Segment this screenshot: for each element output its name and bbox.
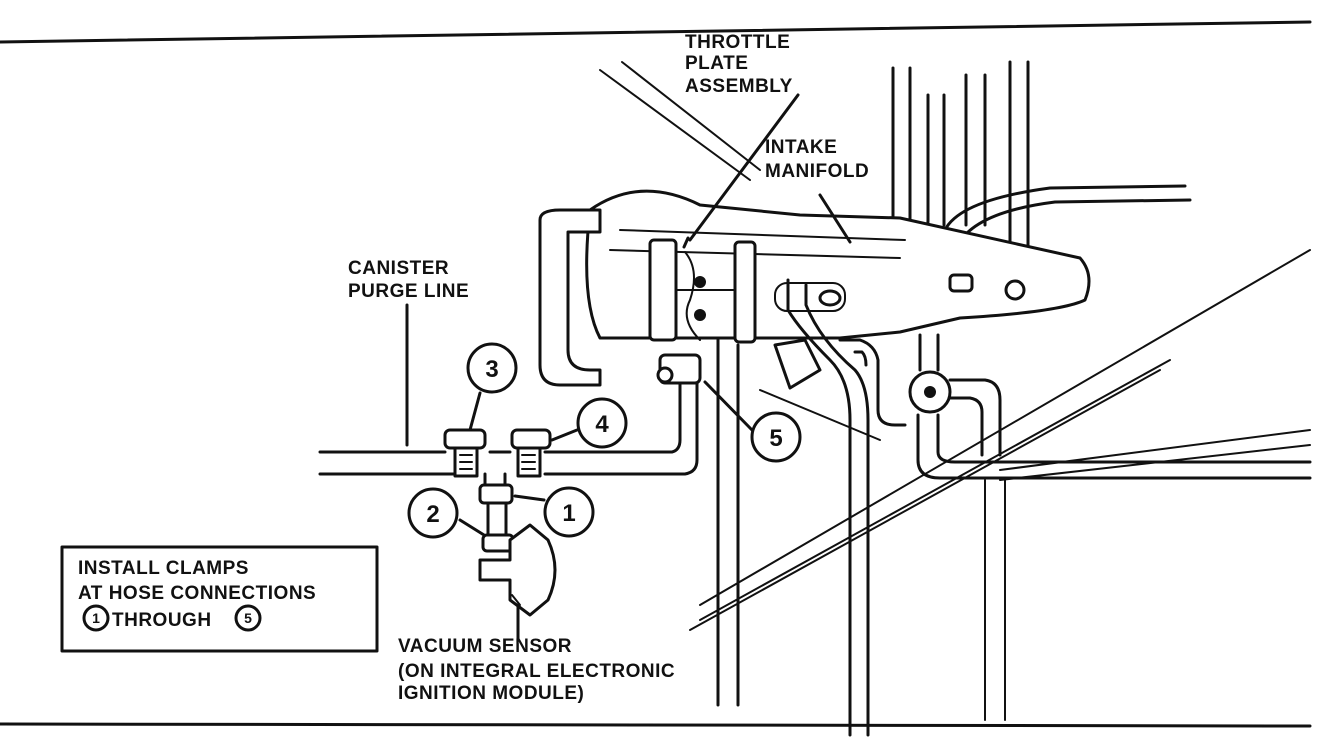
throttle-label-line-3: ASSEMBLY	[685, 76, 793, 97]
note-from-number: 1	[92, 610, 100, 626]
canister-purge-line	[318, 373, 699, 476]
canister-label-line-2: PURGE LINE	[348, 281, 469, 302]
note-through: THROUGH	[112, 610, 212, 631]
callout-5-label: 5	[769, 425, 782, 452]
intake-manifold-label: INTAKE MANIFOLD	[765, 137, 869, 182]
callout-4-label: 4	[595, 411, 609, 438]
throttle-label-line-2: PLATE	[685, 53, 748, 74]
frame-bottom-line	[0, 722, 1312, 728]
note-to-number: 5	[244, 610, 252, 626]
intake-label-line-1: INTAKE	[765, 137, 837, 158]
throttle-label-line-1: THROTTLE	[685, 32, 790, 53]
throttle-plate-assembly	[648, 238, 757, 344]
leader-lines	[405, 93, 852, 642]
callout-1-label: 1	[562, 500, 575, 527]
callout-2: 2	[407, 487, 459, 539]
callout-2-label: 2	[426, 501, 439, 528]
note-line-2: AT HOSE CONNECTIONS	[78, 583, 316, 604]
frame-top-line	[0, 20, 1312, 44]
note-line-1: INSTALL CLAMPS	[78, 558, 249, 579]
callout-4: 4	[576, 397, 628, 449]
throttle-plate-label: THROTTLE PLATE ASSEMBLY	[685, 32, 793, 97]
callout-1: 1	[543, 486, 595, 538]
canister-purge-label: CANISTER PURGE LINE	[348, 258, 469, 302]
vacuum-label-line-2: (ON INTEGRAL ELECTRONIC	[398, 661, 675, 682]
tee-fitting	[443, 353, 702, 553]
throttle-hoses	[716, 278, 870, 737]
canister-label-line-1: CANISTER	[348, 258, 449, 279]
intake-label-line-2: MANIFOLD	[765, 161, 869, 182]
left-elbow-pipe	[538, 208, 602, 387]
callout-3-label: 3	[485, 356, 498, 383]
install-clamps-note: INSTALL CLAMPS AT HOSE CONNECTIONS 1 THR…	[60, 545, 379, 653]
callout-5: 5	[750, 411, 802, 463]
vacuum-sensor-label: VACUUM SENSOR (ON INTEGRAL ELECTRONIC IG…	[398, 636, 675, 704]
right-lower-hose	[838, 333, 1312, 480]
background-structure	[599, 61, 1311, 721]
vacuum-label-line-1: VACUUM SENSOR	[398, 636, 572, 657]
vacuum-label-line-3: IGNITION MODULE)	[398, 683, 584, 704]
callout-3: 3	[466, 342, 518, 394]
